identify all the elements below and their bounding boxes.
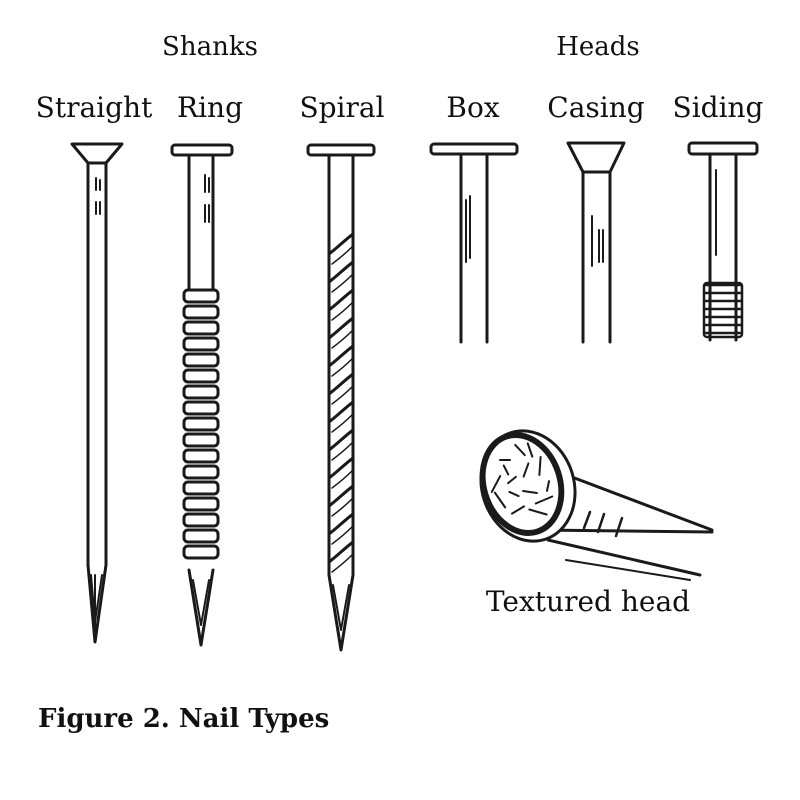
nail-label-straight: Straight xyxy=(35,91,153,124)
ring-nail-drawing xyxy=(170,143,234,647)
nail-label-box: Box xyxy=(446,91,500,124)
nail-label-ring: Ring xyxy=(177,91,243,124)
siding-nail-drawing xyxy=(687,141,759,342)
straight-nail-drawing xyxy=(70,142,124,644)
nail-label-casing: Casing xyxy=(547,91,645,124)
textured-head-nail-drawing xyxy=(479,429,714,581)
box-nail-drawing xyxy=(429,142,519,344)
casing-nail-drawing xyxy=(566,141,626,344)
spiral-nail-drawing xyxy=(306,143,376,652)
textured-head-label: Textured head xyxy=(485,585,691,618)
figure-caption: Figure 2. Nail Types xyxy=(38,704,330,734)
group-label-heads: Heads xyxy=(556,32,640,62)
nail-label-siding: Siding xyxy=(672,91,764,124)
group-label-shanks: Shanks xyxy=(162,32,258,62)
nail-label-spiral: Spiral xyxy=(299,91,385,124)
